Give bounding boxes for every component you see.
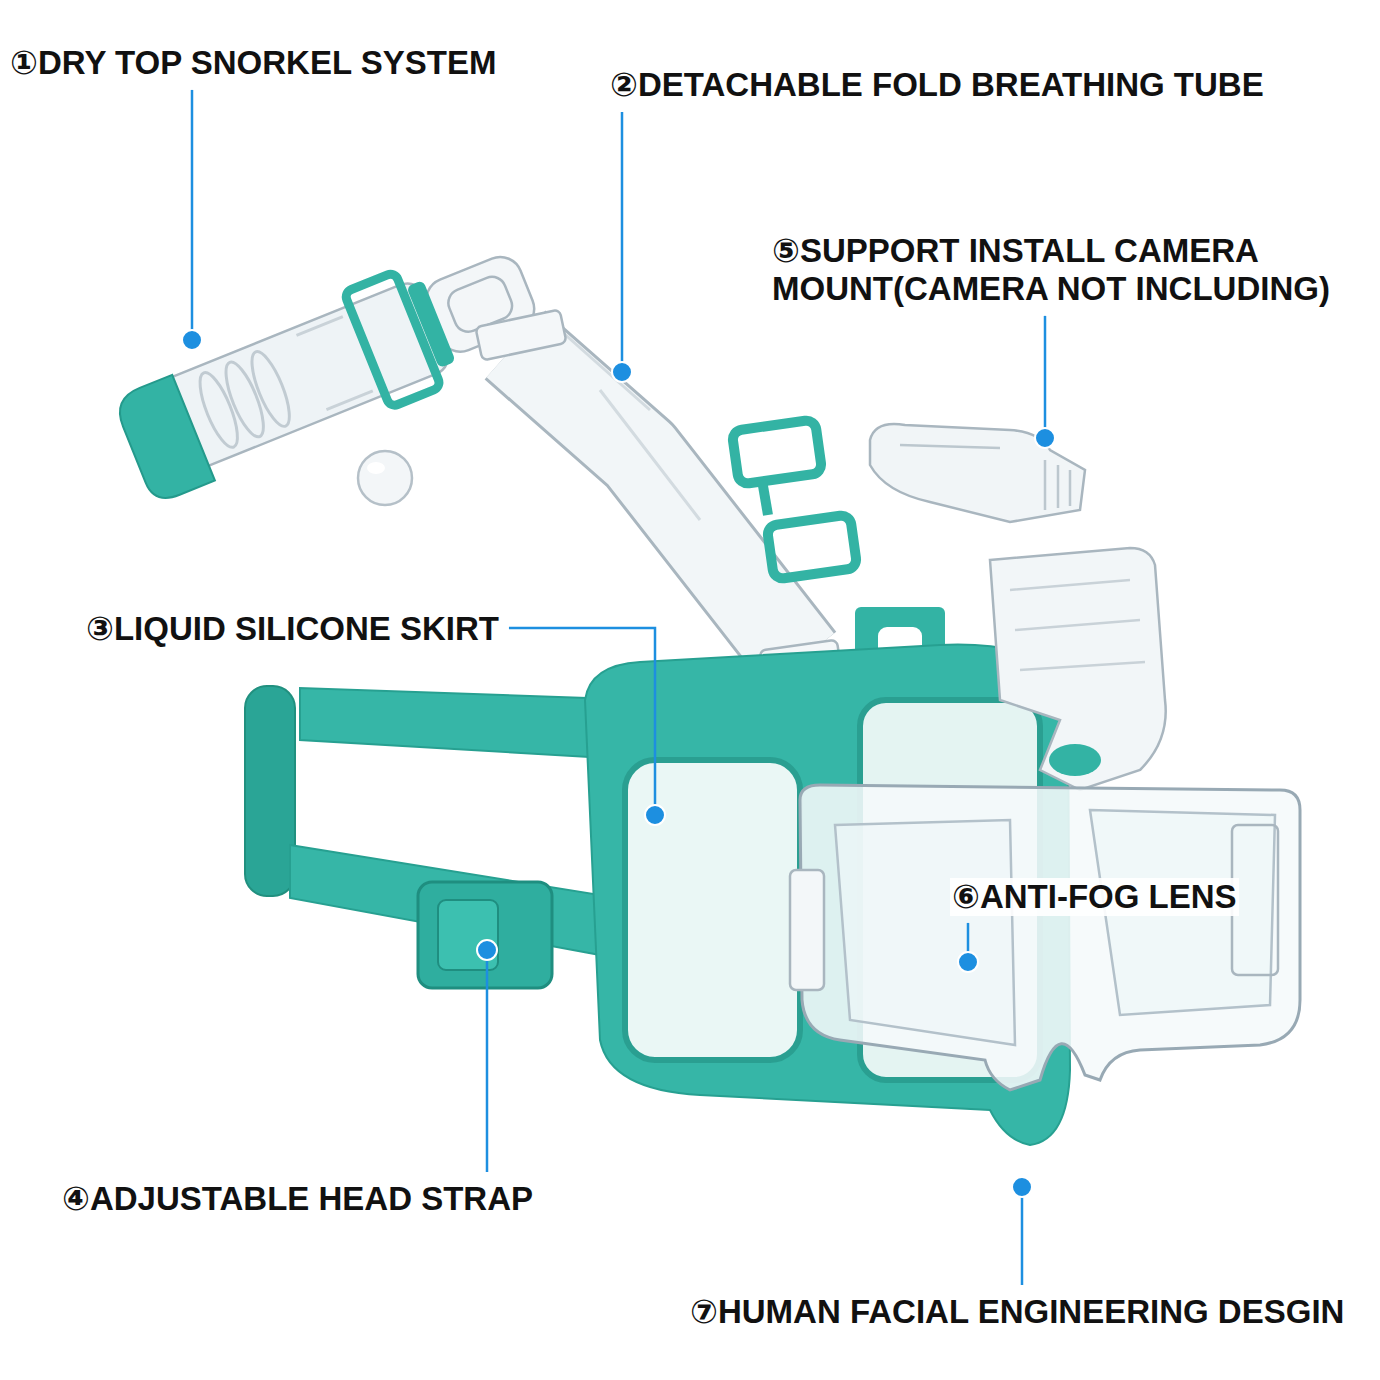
silicone-skirt-part — [625, 760, 800, 1060]
mask-tube-part — [1049, 744, 1101, 776]
part-label: ⑦HUMAN FACIAL ENGINEERING DESGIN — [688, 1293, 1346, 1331]
float-ball-part — [367, 462, 385, 474]
leader-line — [191, 90, 194, 340]
fold-breathing-tube-part — [560, 330, 700, 520]
head-strap-part — [438, 900, 498, 970]
camera-mount-part — [900, 445, 1070, 510]
fold-breathing-tube — [475, 309, 842, 690]
leader-line — [621, 112, 624, 372]
leader-dot — [1035, 428, 1055, 448]
fold-breathing-tube-part — [515, 345, 800, 660]
lens-frame-part — [800, 785, 1300, 1090]
dry-top-snorkel-part — [245, 347, 297, 430]
leader-line — [1021, 1187, 1024, 1285]
mask-tube-part — [1010, 580, 1145, 670]
head-strap-part — [418, 882, 552, 988]
part-label: ⑥ANTI-FOG LENS — [950, 878, 1239, 916]
leader-dot — [645, 805, 665, 825]
leader-dot — [1012, 1177, 1032, 1197]
part-label: ②DETACHABLE FOLD BREATHING TUBE — [608, 66, 1266, 104]
leader-line — [509, 628, 655, 815]
part-label: ④ADJUSTABLE HEAD STRAP — [60, 1180, 535, 1218]
mask-tube — [990, 548, 1166, 790]
part-label: ③LIQUID SILICONE SKIRT — [84, 610, 501, 648]
leader-dot — [958, 952, 978, 972]
leader-line — [1044, 316, 1047, 438]
part-label: ⑤SUPPORT INSTALL CAMERA MOUNT(CAMERA NOT… — [770, 232, 1370, 308]
float-ball — [358, 451, 412, 505]
tube-rings-part — [762, 480, 768, 515]
dry-top-snorkel-part — [112, 375, 215, 505]
lens-frame-part — [835, 820, 1015, 1045]
tube-rings-part — [732, 419, 823, 484]
dry-top-snorkel-part — [406, 280, 456, 368]
lens-frame — [790, 785, 1300, 1090]
part-label: ①DRY TOP SNORKEL SYSTEM — [8, 44, 498, 82]
float-ball-part — [358, 451, 412, 505]
camera-mount-part — [870, 424, 1085, 522]
lens-frame-part — [790, 870, 824, 990]
camera-mount — [870, 424, 1085, 522]
leader-dot — [477, 940, 497, 960]
leader-line — [486, 950, 489, 1172]
mask-tube-part — [990, 548, 1166, 790]
fold-breathing-tube-part — [515, 345, 800, 660]
tube-rings-part — [767, 514, 858, 579]
fold-breathing-tube-part — [475, 309, 566, 360]
leader-dot — [612, 362, 632, 382]
dry-top-snorkel — [107, 228, 550, 505]
head-strap — [245, 686, 645, 988]
leader-dot — [182, 330, 202, 350]
head-strap-part — [245, 686, 295, 896]
lens-frame-part — [1232, 825, 1278, 975]
